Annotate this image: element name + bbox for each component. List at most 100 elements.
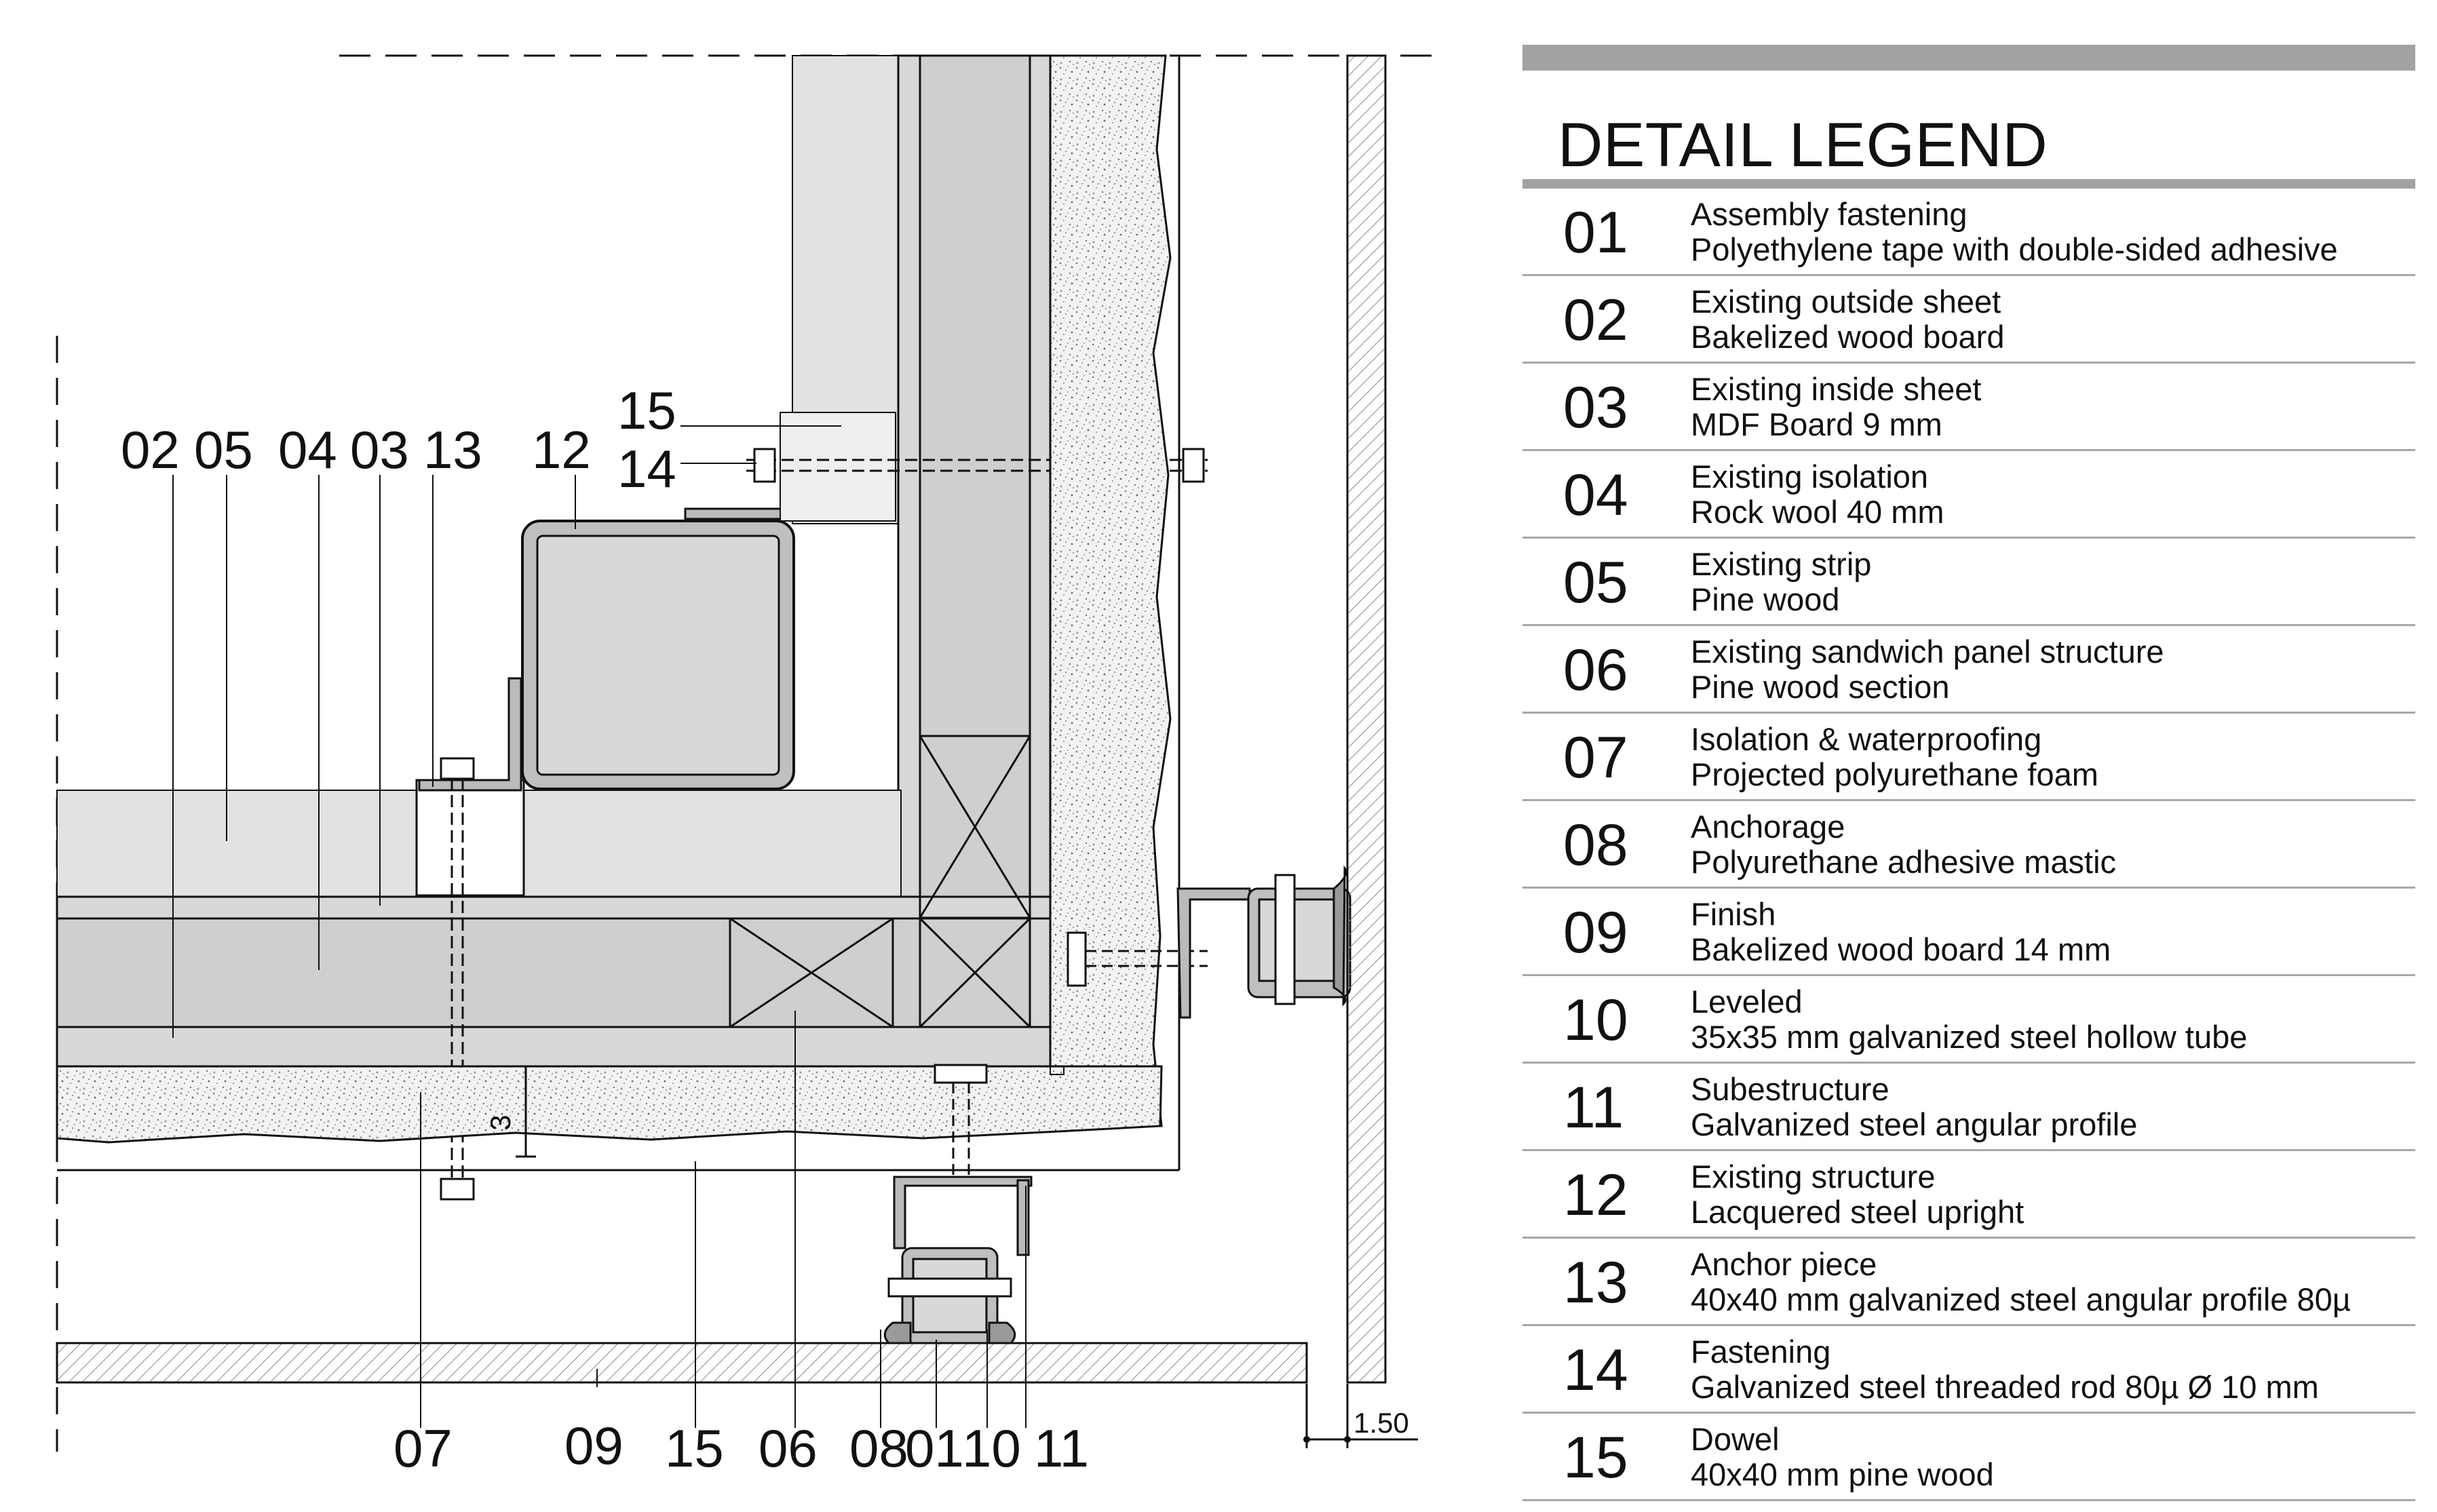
dim-three-label: 3: [484, 1114, 516, 1130]
legend-item-number: 09: [1563, 900, 1628, 965]
legend-item-description: Pine wood section: [1691, 669, 1950, 705]
legend-item-number: 12: [1563, 1163, 1628, 1228]
callout-10: 10: [962, 1418, 1021, 1478]
legend-item-number: 13: [1563, 1250, 1628, 1315]
vertical-insulation: [919, 54, 1031, 898]
callout-08: 08: [849, 1418, 908, 1478]
legend-item-description: Polyurethane adhesive mastic: [1691, 844, 2117, 880]
callout-03: 03: [350, 420, 409, 480]
legend-item-number: 04: [1563, 463, 1628, 528]
legend-item-name: Existing sandwich panel structure: [1691, 634, 2164, 670]
threaded-rods: [440, 448, 1208, 1201]
legend-item-description: 40x40 mm galvanized steel angular profil…: [1691, 1281, 2351, 1317]
foam-horizontal: [56, 1065, 1163, 1144]
legend-item-number: 05: [1563, 550, 1628, 615]
legend-item-description: Rock wool 40 mm: [1691, 494, 1944, 530]
legend-item-name: Existing inside sheet: [1691, 371, 1982, 407]
right-substructure: [1067, 865, 1351, 1019]
legend-top-bar: [1522, 45, 2415, 71]
legend-item-description: 35x35 mm galvanized steel hollow tube: [1691, 1019, 2248, 1055]
legend-item-name: Dowel: [1691, 1421, 1780, 1457]
horizontal-insulation: [56, 917, 1031, 1028]
legend-item-number: 15: [1563, 1425, 1628, 1490]
legend-title-bar: [1522, 179, 2415, 189]
callout-06: 06: [759, 1418, 818, 1478]
legend-item-name: Isolation & waterproofing: [1691, 721, 2042, 757]
legend-item-description: Galvanized steel threaded rod 80µ Ø 10 m…: [1691, 1369, 2319, 1405]
callout-14: 14: [617, 439, 676, 499]
anchor-angle: [418, 677, 522, 792]
legend-item-description: Pine wood: [1691, 581, 1840, 617]
legend-title: DETAIL LEGEND: [1558, 111, 2048, 180]
lower-substructure: [883, 1064, 1033, 1344]
legend-item-number: 11: [1563, 1075, 1624, 1140]
callout-09: 09: [564, 1416, 623, 1475]
callout-15-bottom: 15: [665, 1418, 724, 1478]
legend-item-number: 06: [1563, 638, 1628, 703]
callout-11: 11: [1034, 1418, 1089, 1478]
upper-dowel: [780, 412, 896, 522]
callout-04: 04: [278, 420, 337, 480]
legend-item-number: 03: [1563, 375, 1628, 440]
legend-item-name: Existing isolation: [1691, 459, 1929, 495]
legend-item-name: Existing strip: [1691, 546, 1872, 582]
callout-15-top: 15: [617, 381, 676, 440]
legend-item-name: Anchor piece: [1691, 1246, 1877, 1282]
legend-item-name: Fastening: [1691, 1334, 1831, 1370]
finish-board-horizontal: [56, 1342, 1308, 1384]
callout-05: 05: [194, 420, 253, 480]
legend-item-description: 40x40 mm pine wood: [1691, 1456, 1994, 1492]
callout-12: 12: [532, 420, 591, 480]
legend-item-name: Subestructure: [1691, 1071, 1889, 1107]
legend-item-number: 01: [1563, 200, 1628, 265]
dim-scale-label: 1.50: [1354, 1407, 1409, 1439]
legend-item-name: Assembly fastening: [1691, 196, 1968, 232]
legend-item-name: Existing structure: [1691, 1159, 1936, 1195]
legend-item-name: Leveled: [1691, 984, 1803, 1020]
vertical-sheet-inner: [897, 54, 921, 898]
horizontal-sheet-outer: [56, 1026, 1052, 1068]
horizontal-sheet-inner: [56, 895, 1052, 920]
legend-item-description: MDF Board 9 mm: [1691, 406, 1942, 442]
legend-item-description: Lacquered steel upright: [1691, 1194, 2025, 1230]
legend-item-description: Projected polyurethane foam: [1691, 756, 2098, 792]
legend-item-description: Bakelized wood board 14 mm: [1691, 931, 2111, 967]
legend-item-description: Galvanized steel angular profile: [1691, 1106, 2138, 1142]
legend-item-number: 08: [1563, 813, 1628, 878]
legend-item-description: Polyethylene tape with double-sided adhe…: [1691, 231, 2338, 267]
top-leader-lines: [172, 425, 841, 1038]
legend-item-name: Finish: [1691, 896, 1776, 932]
legend-item-name: Anchorage: [1691, 809, 1845, 845]
dowel-block: [415, 779, 525, 897]
callout-01: 01: [905, 1418, 964, 1478]
legend-item-number: 10: [1563, 988, 1628, 1053]
